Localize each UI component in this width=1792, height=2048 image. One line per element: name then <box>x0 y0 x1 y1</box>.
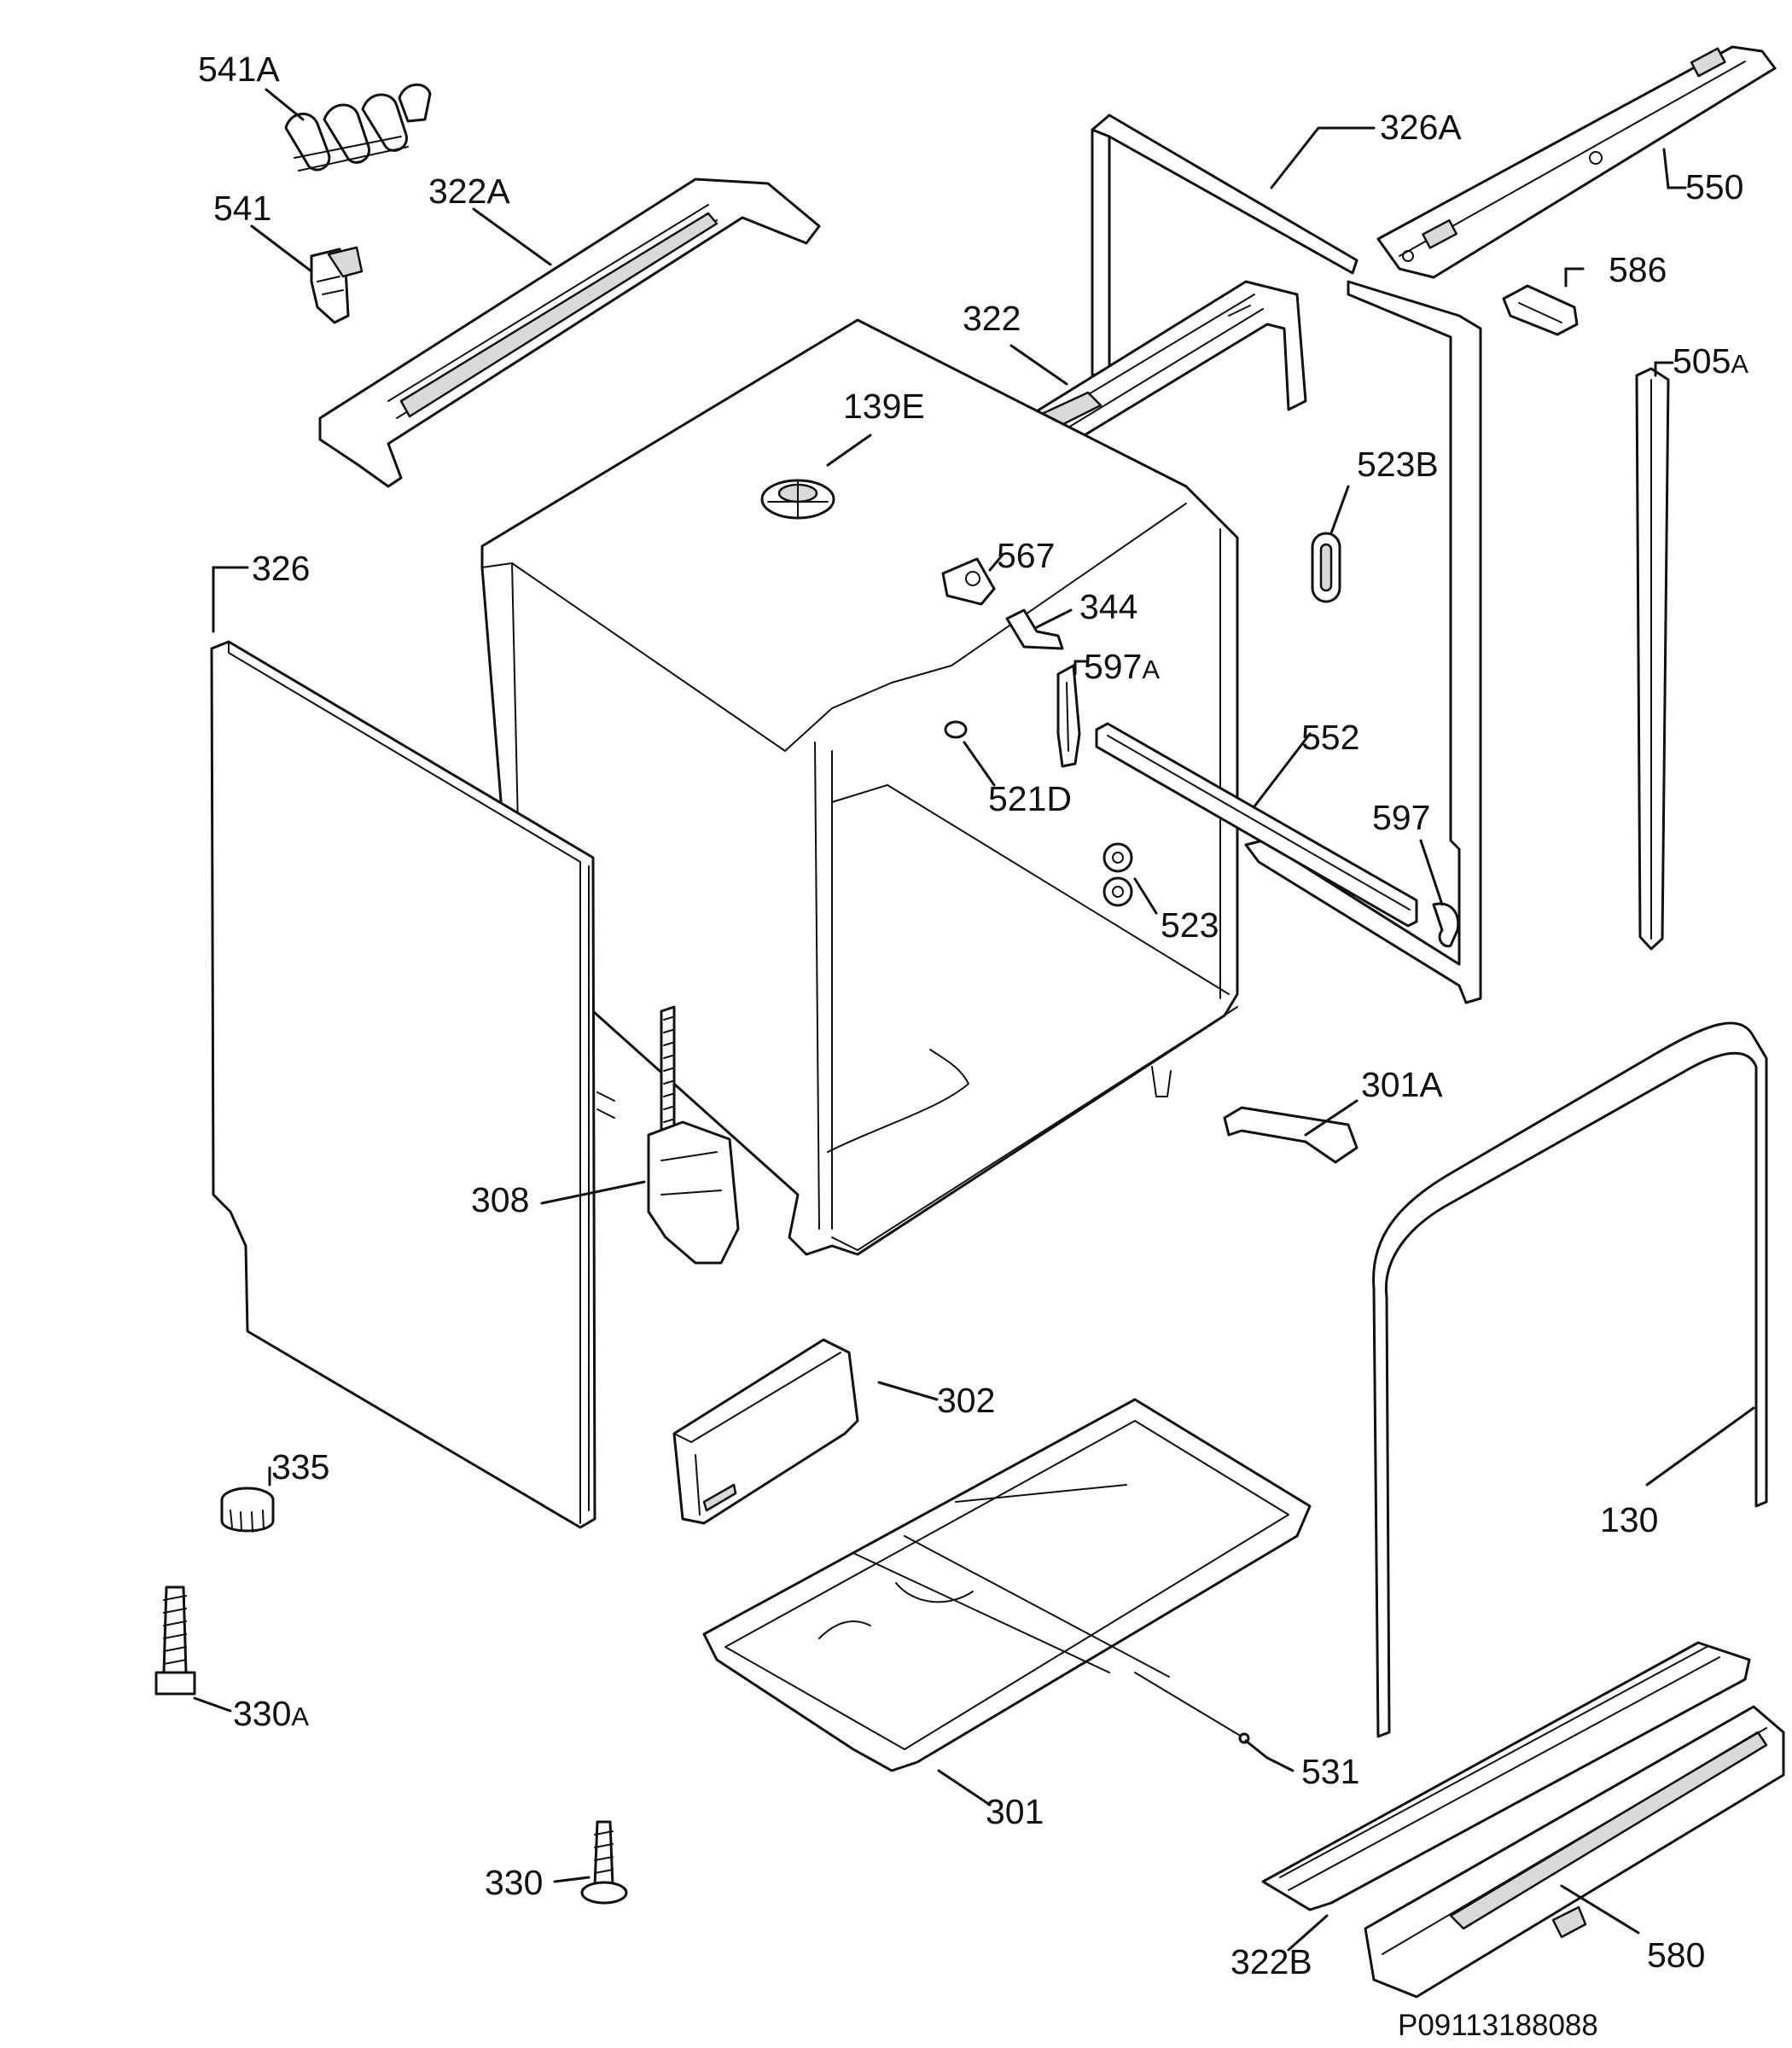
label-302: 302 <box>937 1381 995 1420</box>
label-552: 552 <box>1301 718 1359 757</box>
part-567[interactable] <box>941 557 996 606</box>
label-541a: 541A <box>198 49 280 89</box>
part-580-rail[interactable] <box>1364 1705 1785 1999</box>
part-541a-clips[interactable] <box>284 83 432 172</box>
label-130: 130 <box>1600 1500 1658 1539</box>
label-322a: 322A <box>428 172 510 211</box>
part-521d-nut[interactable] <box>944 720 968 739</box>
part-130-gasket[interactable] <box>1372 1021 1768 1738</box>
label-330a-number: 330 <box>233 1694 291 1733</box>
part-597[interactable] <box>1432 902 1460 948</box>
part-labels: 541A 541 322A 326A 550 586 322 505A 139E… <box>198 49 1748 2042</box>
part-531-rod[interactable] <box>1134 1672 1250 1744</box>
label-308: 308 <box>471 1180 529 1219</box>
label-531: 531 <box>1301 1752 1359 1791</box>
label-301a: 301A <box>1361 1065 1443 1104</box>
part-main-tub[interactable] <box>480 318 1239 1256</box>
part-301-base[interactable] <box>702 1398 1312 1772</box>
label-580: 580 <box>1647 1935 1705 1975</box>
part-301a[interactable] <box>1223 1106 1359 1164</box>
part-523b-grommet[interactable] <box>1311 532 1341 603</box>
label-335: 335 <box>271 1447 329 1487</box>
label-505a: 505A <box>1673 341 1748 381</box>
label-521d: 521D <box>988 779 1072 818</box>
label-330a: 330A <box>233 1694 309 1733</box>
part-552-rail[interactable] <box>1095 722 1418 928</box>
label-326a: 326A <box>1380 108 1462 147</box>
part-541-clip[interactable] <box>310 246 364 324</box>
label-301: 301 <box>986 1792 1044 1831</box>
part-550-top-plate[interactable] <box>1376 45 1777 279</box>
label-326: 326 <box>252 549 310 588</box>
label-505a-number: 505 <box>1673 341 1731 381</box>
label-523: 523 <box>1161 905 1219 945</box>
part-308-hinge[interactable] <box>596 1005 740 1265</box>
label-322: 322 <box>963 299 1021 338</box>
label-597a-suffix: A <box>1142 655 1160 684</box>
label-567: 567 <box>997 536 1055 575</box>
part-335-foot[interactable] <box>220 1487 275 1533</box>
part-330-screw[interactable] <box>580 1820 628 1905</box>
leader-lines <box>193 88 1755 1952</box>
part-330a-screw[interactable] <box>154 1585 196 1696</box>
label-322b: 322B <box>1231 1942 1312 1981</box>
part-586-bracket[interactable] <box>1502 284 1579 336</box>
part-505a-strip[interactable] <box>1635 367 1670 951</box>
label-344: 344 <box>1079 587 1137 626</box>
part-523[interactable] <box>1103 842 1133 907</box>
drawing-code: P09113188088 <box>1398 2009 1598 2042</box>
label-330a-suffix: A <box>291 1702 309 1731</box>
label-550: 550 <box>1685 167 1743 207</box>
label-523b: 523B <box>1357 445 1439 484</box>
label-541: 541 <box>213 189 271 228</box>
part-344[interactable] <box>1005 608 1064 650</box>
part-326a-side-panel[interactable] <box>1091 113 1482 1004</box>
part-326-door-panel[interactable] <box>210 640 596 1529</box>
label-597a-number: 597 <box>1084 647 1142 686</box>
label-586: 586 <box>1609 250 1667 289</box>
label-505a-suffix: A <box>1731 349 1748 379</box>
part-322b-rail[interactable] <box>1261 1641 1751 1911</box>
part-597a[interactable] <box>1056 664 1081 768</box>
part-302[interactable] <box>672 1338 859 1525</box>
part-322a-top-rail[interactable] <box>318 177 821 488</box>
part-139e-wheel[interactable] <box>760 479 835 520</box>
label-597: 597 <box>1372 798 1430 837</box>
label-597a: 597A <box>1084 647 1160 686</box>
label-139e: 139E <box>843 387 925 426</box>
label-330: 330 <box>485 1863 543 1902</box>
